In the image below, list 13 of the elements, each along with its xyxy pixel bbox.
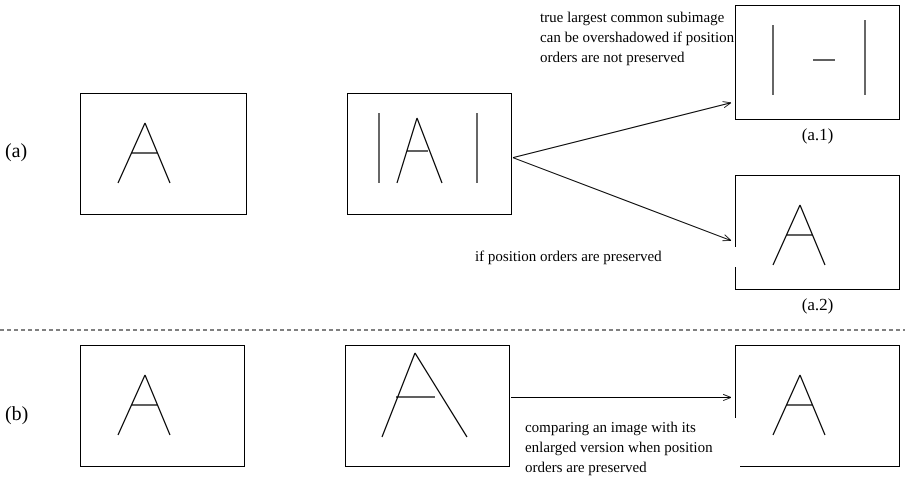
arrow bbox=[512, 157, 732, 242]
image-frame bbox=[345, 345, 510, 467]
panel-label: (b) bbox=[5, 403, 28, 426]
figure-caption: (a.1) bbox=[800, 125, 834, 145]
image-frame bbox=[735, 345, 900, 467]
arrow bbox=[512, 101, 732, 158]
panel-label: (a) bbox=[5, 140, 28, 163]
edge-label: comparing an image with its enlarged version when position orders are preserved bbox=[525, 418, 740, 478]
image-frame bbox=[80, 345, 245, 467]
arrow bbox=[510, 394, 732, 402]
image-frame bbox=[80, 93, 247, 215]
image-frame bbox=[347, 93, 512, 215]
figure-caption: (a.2) bbox=[800, 295, 834, 315]
